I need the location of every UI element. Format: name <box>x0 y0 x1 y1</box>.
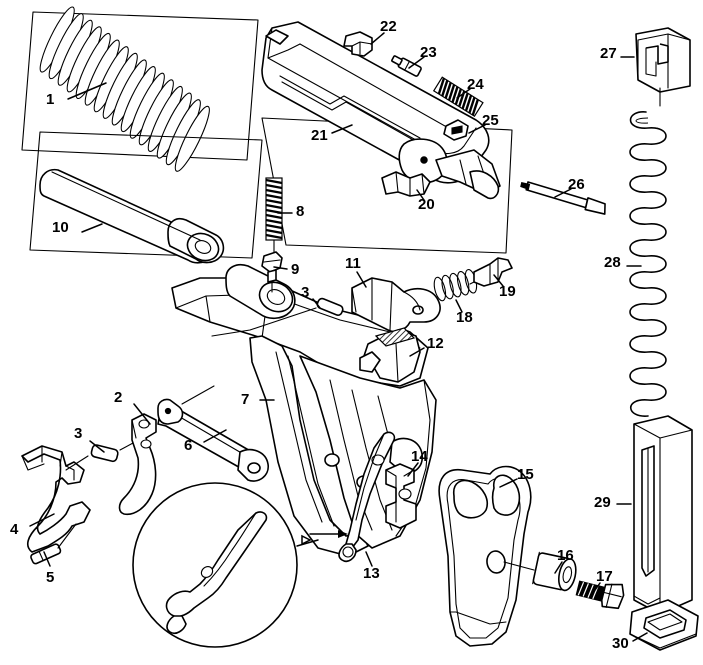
callout-30: 30 <box>612 635 629 652</box>
callout-9: 9 <box>291 261 300 278</box>
part-25-safety-detent <box>443 119 469 141</box>
detail-circle-inset <box>132 482 319 648</box>
part-30-magazine-floorplate <box>629 599 699 651</box>
part-12-bolt-stop <box>359 327 421 383</box>
group-barrel <box>29 131 263 264</box>
part-6-trigger-bar <box>157 385 269 482</box>
callout-25: 25 <box>482 112 499 129</box>
callout-14: 14 <box>411 448 428 465</box>
part-5-pin <box>30 523 77 565</box>
callout-15: 15 <box>517 466 534 483</box>
part-26-cleaning-rod <box>520 181 606 215</box>
leader-lines <box>29 32 648 642</box>
group-slide <box>261 21 513 254</box>
callout-6: 6 <box>184 437 193 454</box>
part-29-magazine-body <box>633 415 693 615</box>
part-4-trigger-guard <box>21 445 91 553</box>
part-28-magazine-spring <box>629 87 667 417</box>
part-3-pin-upper <box>211 297 344 337</box>
callout-3a: 3 <box>74 425 83 442</box>
callout-8: 8 <box>296 203 305 220</box>
part-27-magazine-follower <box>635 27 691 93</box>
callout-1: 1 <box>46 91 55 108</box>
callout-2: 2 <box>114 389 123 406</box>
callout-3b: 3 <box>301 284 310 301</box>
callout-13: 13 <box>363 565 380 582</box>
callout-5: 5 <box>46 569 55 586</box>
callout-12: 12 <box>427 335 444 352</box>
callout-17: 17 <box>596 568 613 585</box>
callout-27: 27 <box>600 45 617 62</box>
callout-19: 19 <box>499 283 516 300</box>
callout-28: 28 <box>604 254 621 271</box>
part-13-sear-lever <box>309 431 396 563</box>
part-19-extractor <box>473 257 513 287</box>
part-10-barrel <box>39 168 225 264</box>
callout-11: 11 <box>345 255 361 272</box>
part-21-slide <box>261 21 501 200</box>
sear-lever-detail-drawing <box>165 511 268 635</box>
callout-18: 18 <box>456 309 473 326</box>
callout-16: 16 <box>557 547 574 564</box>
callout-29: 29 <box>594 494 611 511</box>
part-2-trigger <box>118 413 157 516</box>
part-22-retaining-plate <box>343 31 373 57</box>
part-15-grip-panel <box>438 465 532 647</box>
part-8-firing-pin-spring <box>265 177 283 255</box>
callout-21: 21 <box>311 127 328 144</box>
callout-4: 4 <box>10 521 19 538</box>
part-20-ejector <box>381 171 431 197</box>
callout-26: 26 <box>568 176 585 193</box>
callout-10: 10 <box>52 219 69 236</box>
part-11-hammer <box>351 277 441 333</box>
callout-23: 23 <box>420 44 437 61</box>
callout-7: 7 <box>241 391 250 408</box>
callout-24: 24 <box>467 76 484 93</box>
callout-22: 22 <box>380 18 397 35</box>
part-16-grip-bushing <box>503 551 577 592</box>
callout-20: 20 <box>418 196 435 213</box>
